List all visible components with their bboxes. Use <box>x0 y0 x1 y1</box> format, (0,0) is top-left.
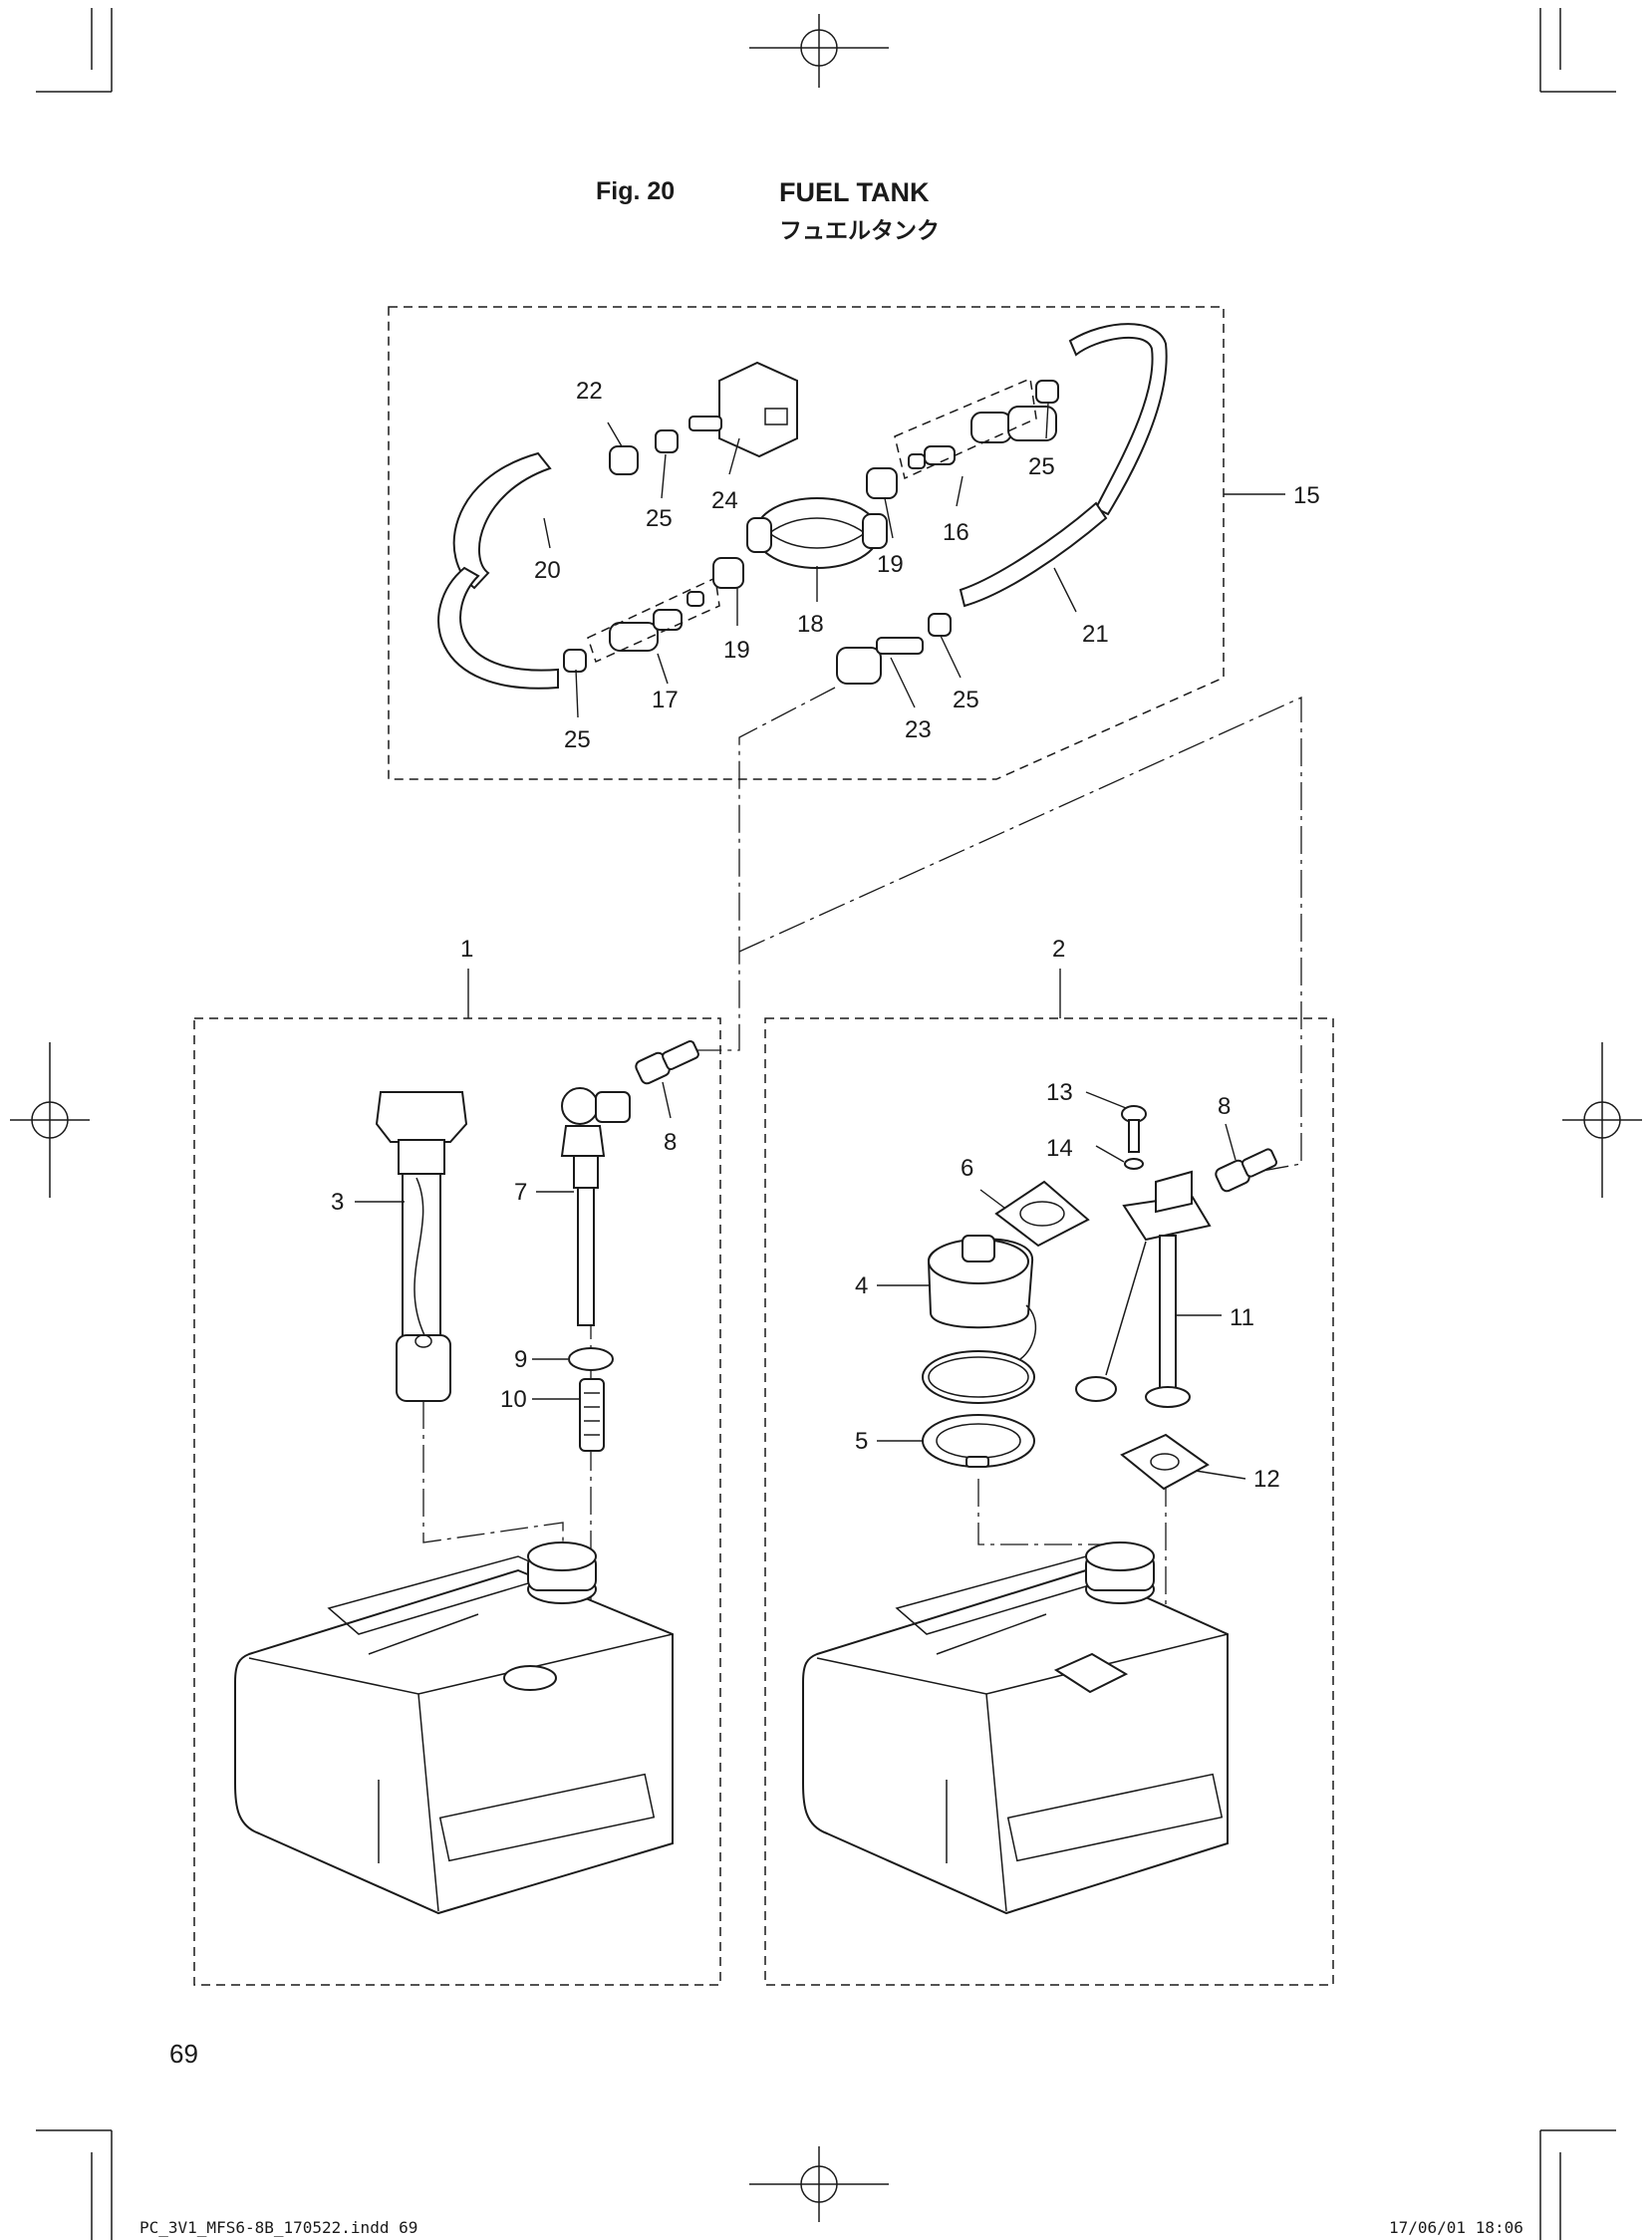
callout-6: 6 <box>961 1155 973 1182</box>
callout-22: 22 <box>576 378 603 405</box>
fuel-tank-assembly-1-box <box>193 1017 721 1986</box>
clip-25-a <box>655 429 679 453</box>
callout-25-c: 25 <box>564 726 591 753</box>
fuel-tank-assembly-2-box <box>764 1017 1334 1986</box>
joint-17 <box>609 591 704 652</box>
fuel-joint-7 <box>560 1087 631 1326</box>
callout-21: 21 <box>1082 621 1109 648</box>
callout-3: 3 <box>331 1189 344 1216</box>
callout-8-tank2: 8 <box>1218 1093 1231 1120</box>
connector-24 <box>688 361 798 458</box>
callout-11: 11 <box>1230 1304 1254 1331</box>
callout-labels: 22 25 24 25 15 16 19 20 21 18 19 17 25 2… <box>331 378 1320 1493</box>
clip-25-b <box>1035 380 1059 404</box>
callout-25-b: 25 <box>1028 453 1055 480</box>
hose-nipple-8-tank2 <box>1215 1148 1277 1193</box>
callout-1: 1 <box>460 936 473 963</box>
callout-25-a: 25 <box>646 505 673 532</box>
leader-lines <box>355 402 1285 1480</box>
fuel-hose-20 <box>452 451 552 590</box>
o-ring-9 <box>568 1347 614 1371</box>
gasket-12 <box>1120 1433 1210 1491</box>
callout-18: 18 <box>797 611 824 638</box>
registration-mark-left <box>10 1042 90 1198</box>
fuel-tank-cap-4 <box>922 1235 1037 1404</box>
footer-timestamp: 17/06/01 18:06 <box>1389 2218 1523 2237</box>
primer-bulb-18 <box>746 497 888 569</box>
label-6 <box>994 1180 1090 1248</box>
callout-19-b: 19 <box>723 637 750 664</box>
fuel-tank-body-2 <box>802 1541 1229 1915</box>
callout-9: 9 <box>514 1346 527 1373</box>
callout-20: 20 <box>534 557 561 584</box>
page-title: FUEL TANK <box>779 177 930 207</box>
joint-17-dashed-outline <box>587 576 720 664</box>
registration-mark-right <box>1562 1042 1642 1198</box>
callout-14: 14 <box>1046 1135 1073 1162</box>
callout-23: 23 <box>905 716 932 743</box>
callout-2: 2 <box>1052 936 1065 963</box>
fuel-gauge-3 <box>375 1091 468 1402</box>
clip-25-c <box>563 649 587 673</box>
callout-19-a: 19 <box>877 551 904 578</box>
callout-13: 13 <box>1046 1079 1073 1106</box>
hose-nipple-8-tank1 <box>635 1039 699 1085</box>
clip-19-a <box>866 467 898 499</box>
page-number: 69 <box>169 2039 198 2069</box>
callout-10: 10 <box>500 1386 527 1413</box>
fuel-hose-primary <box>1068 323 1168 516</box>
crop-marks <box>36 8 1616 2240</box>
callout-8-tank1: 8 <box>664 1129 677 1156</box>
fuel-hose-21 <box>959 501 1108 608</box>
callout-16: 16 <box>943 519 969 546</box>
registration-mark-top <box>749 14 889 88</box>
callout-5: 5 <box>855 1428 868 1455</box>
retainer-ring-5 <box>922 1414 1035 1468</box>
washer-14 <box>1124 1158 1144 1170</box>
fuel-hose-20-lower <box>437 566 559 690</box>
fuel-meter-11 <box>1075 1170 1212 1408</box>
clip-22 <box>609 445 639 475</box>
clip-25-d <box>928 613 952 637</box>
registration-mark-bottom <box>749 2146 889 2222</box>
footer-file-name: PC_3V1_MFS6-8B_170522.indd 69 <box>139 2218 418 2237</box>
callout-7: 7 <box>514 1179 527 1206</box>
fuel-hose-assembly-box <box>388 306 1225 780</box>
joint-16-dashed-outline <box>894 377 1037 480</box>
hose-fitting-23 <box>836 637 924 685</box>
clip-19-b <box>712 557 744 589</box>
fuel-tank-body-1 <box>234 1541 674 1915</box>
callout-24: 24 <box>711 487 738 514</box>
callout-15: 15 <box>1293 482 1320 509</box>
figure-number: Fig. 20 <box>596 177 676 205</box>
callout-12: 12 <box>1253 1466 1280 1493</box>
bolt-13 <box>1121 1105 1147 1153</box>
callout-4: 4 <box>855 1272 868 1299</box>
center-line-hose-to-tank1 <box>686 687 836 1051</box>
strainer-10 <box>579 1378 605 1452</box>
page-title-japanese: フュエルタンク <box>779 218 940 244</box>
callout-17: 17 <box>652 687 679 713</box>
callout-25-d: 25 <box>953 687 979 713</box>
